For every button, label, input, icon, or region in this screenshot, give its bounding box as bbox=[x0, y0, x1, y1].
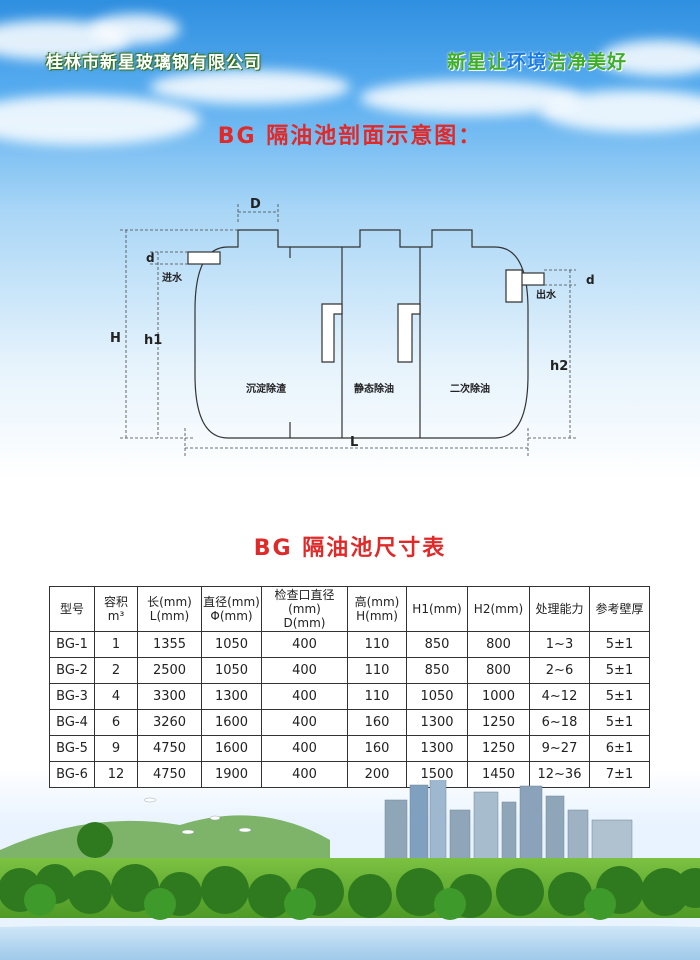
label-d-left: d bbox=[146, 251, 155, 265]
header-capacity: 处理能力 bbox=[529, 586, 590, 632]
label-D: D bbox=[250, 197, 261, 212]
cloud bbox=[90, 14, 180, 44]
table-title: BG 隔油池尺寸表 bbox=[253, 536, 447, 561]
label-H: H bbox=[110, 331, 121, 346]
inlet-pipe bbox=[187, 251, 221, 265]
header-diameter: 直径(mm)Φ(mm) bbox=[201, 586, 262, 632]
header-h2: H2(mm) bbox=[467, 586, 530, 632]
cloud bbox=[540, 90, 700, 132]
slogan-part3: 洁净美好 bbox=[547, 51, 628, 73]
landscape-illustration bbox=[0, 780, 700, 960]
label-L: L bbox=[350, 435, 358, 450]
label-outlet: 出水 bbox=[536, 288, 557, 301]
label-inlet: 进水 bbox=[162, 271, 183, 284]
label-h1: h1 bbox=[144, 333, 162, 348]
chamber-label-1: 沉淀除渣 bbox=[246, 382, 287, 395]
bird-icons bbox=[143, 797, 252, 835]
header-h1: H1(mm) bbox=[406, 586, 468, 632]
slogan: 新星让环境洁净美好 bbox=[447, 47, 627, 74]
cloud bbox=[600, 40, 700, 76]
tree-line bbox=[0, 822, 700, 918]
company-name: 桂林市新星玻璃钢有限公司 bbox=[46, 53, 262, 73]
city-skyline bbox=[384, 780, 633, 861]
slogan-part2: 环境 bbox=[507, 51, 548, 73]
chamber-label-3: 二次除油 bbox=[450, 382, 490, 395]
slogan-part1: 新星让 bbox=[447, 51, 508, 73]
cloud bbox=[150, 70, 350, 104]
header-height: 高(mm)H(mm) bbox=[347, 586, 407, 632]
chamber-label-2: 静态除油 bbox=[354, 382, 394, 395]
baffle-pipe bbox=[321, 303, 343, 363]
header-model: 型号 bbox=[49, 586, 95, 632]
header-length: 长(mm)L(mm) bbox=[137, 586, 202, 632]
label-d-right: d bbox=[586, 273, 595, 287]
label-h2: h2 bbox=[550, 359, 568, 374]
tank-outline bbox=[194, 229, 529, 439]
cloud bbox=[0, 95, 200, 145]
lake bbox=[0, 926, 700, 960]
diagram-title: BG 隔油池剖面示意图： bbox=[217, 124, 483, 149]
header-inspection-diameter: 检查口直径(mm)D(mm) bbox=[261, 586, 348, 632]
header-wall-thickness: 参考壁厚 bbox=[589, 586, 650, 632]
cross-section-diagram: D d 进水 d 出水 H h1 h2 L 沉淀除渣 静态除油 二次除油 bbox=[110, 197, 595, 458]
baffle-pipe bbox=[397, 303, 421, 363]
